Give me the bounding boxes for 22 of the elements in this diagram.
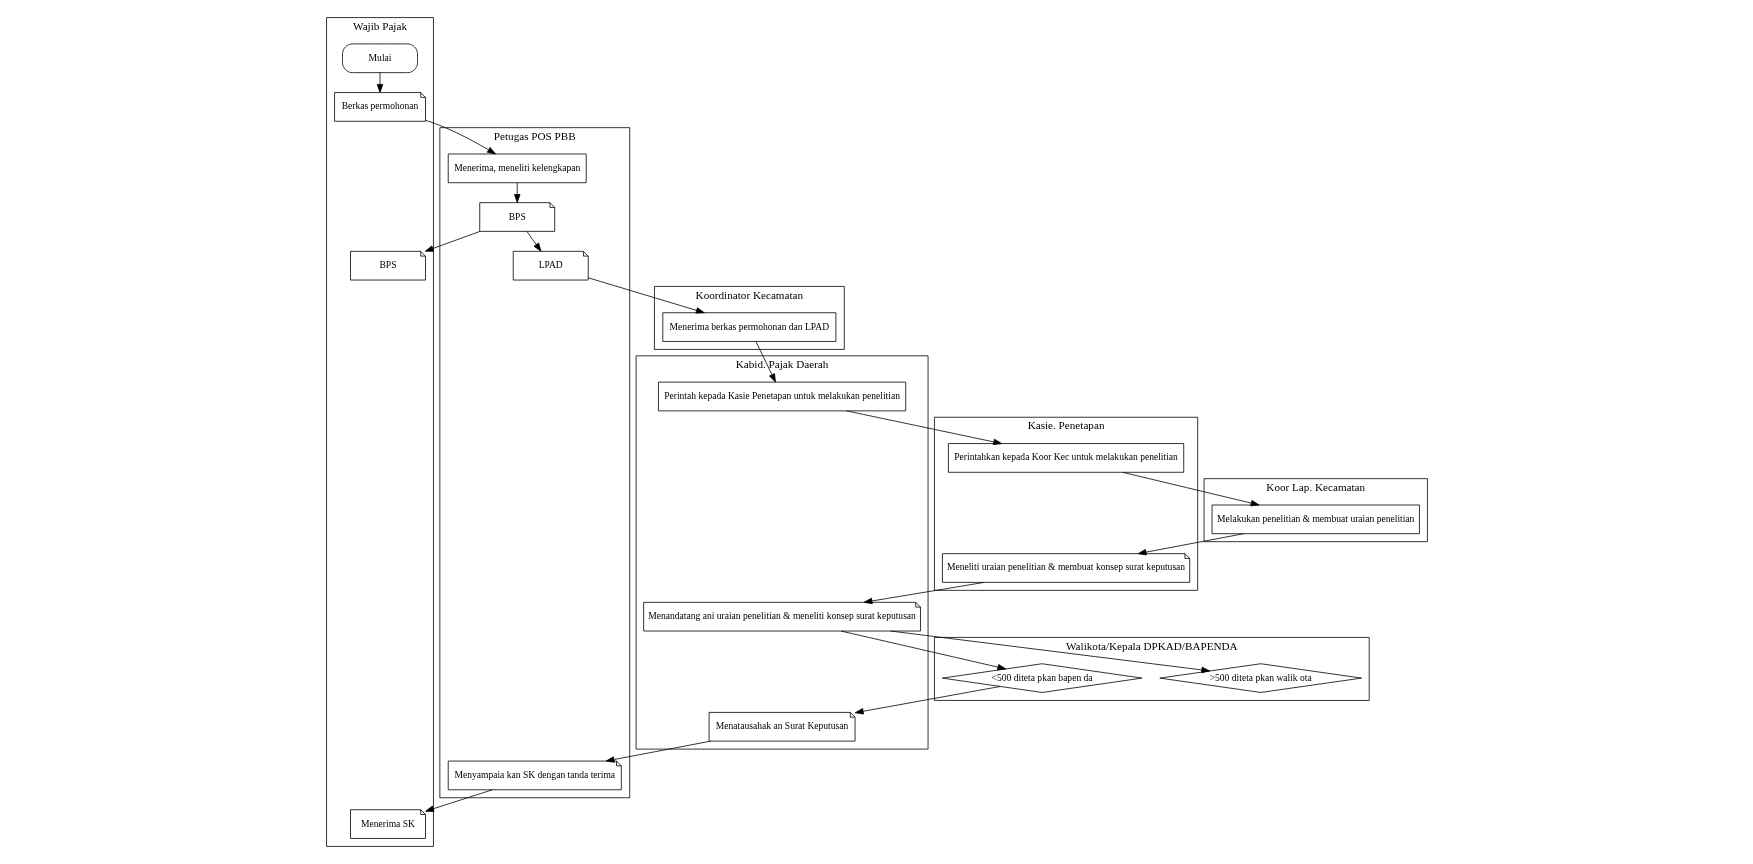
node-box: Perintahkan kepada Koor Kec untuk melakukan penelitian xyxy=(947,443,1184,473)
arrow xyxy=(840,630,1006,671)
arrow xyxy=(889,630,1210,674)
arrow xyxy=(513,182,520,203)
arrow xyxy=(376,72,383,93)
arrow xyxy=(424,789,493,812)
arrow xyxy=(863,582,984,605)
arrow xyxy=(424,119,496,155)
node-box: Mulai xyxy=(341,43,418,74)
node-box: Menerima berkas permohonan dan LPAD xyxy=(661,312,836,342)
node-box: Melakukan penelitian & membuat uraian penelitian xyxy=(1211,504,1420,535)
arrow xyxy=(845,410,1002,446)
node-box: Perintah kepada Kasie Penetapan untuk melakukan penelitian xyxy=(657,381,906,412)
arrow xyxy=(1121,471,1259,507)
arrow xyxy=(424,231,480,252)
node-box: Menerima, meneliti kelengkapan xyxy=(447,153,587,184)
arrow xyxy=(587,277,705,314)
arrow xyxy=(605,740,711,763)
arrow xyxy=(526,231,541,252)
arrow xyxy=(755,341,776,383)
arrow xyxy=(854,686,1001,715)
arrow xyxy=(1137,533,1244,556)
